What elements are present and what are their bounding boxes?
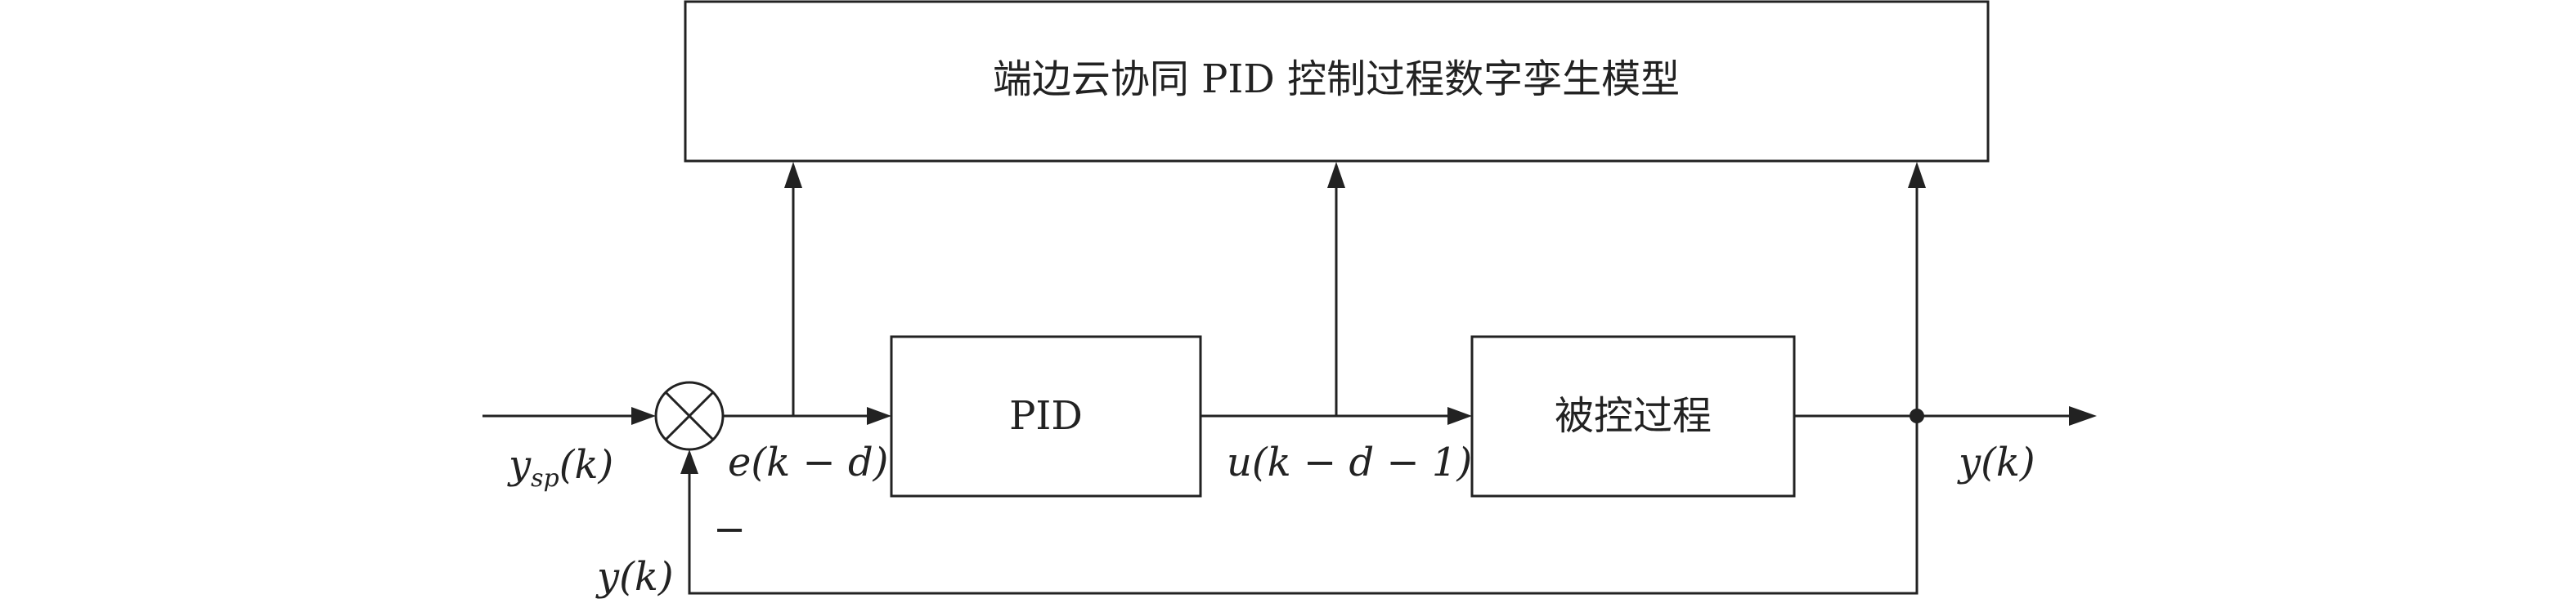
error-tap-arrowhead bbox=[784, 162, 802, 188]
pid-block bbox=[890, 335, 1202, 498]
setpoint-label: ysp(k) bbox=[507, 442, 613, 493]
digital-twin-label: 端边云协同 PID 控制过程数字孪生模型 bbox=[993, 56, 1680, 102]
control-arrowhead bbox=[1447, 407, 1472, 425]
minus-sign: − bbox=[713, 507, 746, 552]
feedback-arrowhead bbox=[680, 449, 698, 474]
error-label: e(k − d) bbox=[728, 440, 888, 485]
error-arrowhead bbox=[867, 407, 891, 425]
setpoint-arrowhead bbox=[631, 407, 656, 425]
feedback-label: y(k) bbox=[595, 554, 674, 599]
summing-junction bbox=[654, 381, 725, 451]
process-label: 被控过程 bbox=[1555, 393, 1712, 439]
output-tap-arrowhead bbox=[1908, 162, 1926, 188]
pid-label: PID bbox=[1009, 393, 1083, 439]
control-tap-arrowhead bbox=[1327, 162, 1345, 188]
output-label: y(k) bbox=[1957, 440, 2035, 485]
process-block bbox=[1470, 335, 1796, 498]
feedback-wire bbox=[688, 416, 1919, 595]
digital-twin-block bbox=[684, 0, 1990, 163]
control-signal-label: u(k − d − 1) bbox=[1227, 440, 1472, 485]
output-arrowhead bbox=[2069, 406, 2097, 426]
